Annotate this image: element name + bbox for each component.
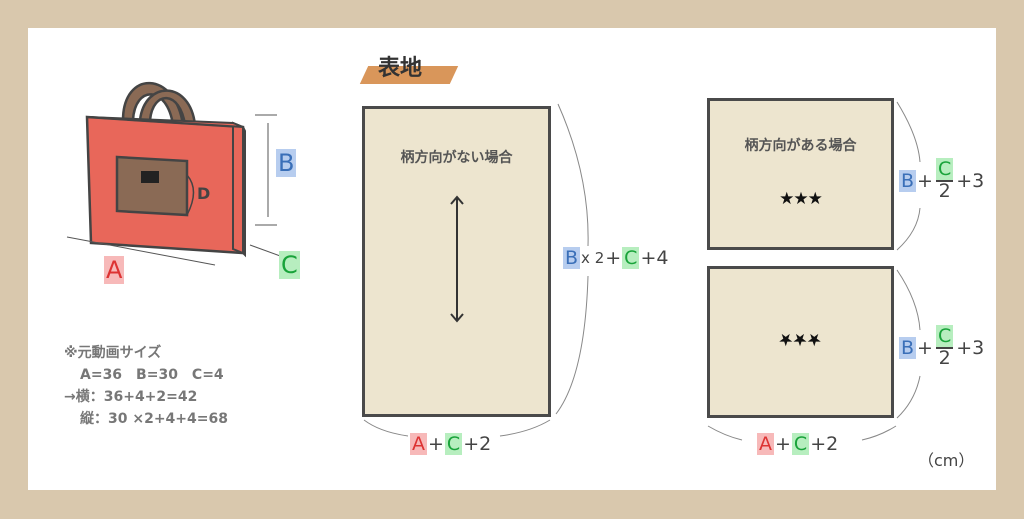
- label-d: D: [197, 184, 211, 203]
- plus: +: [775, 433, 791, 455]
- plus: +: [605, 247, 622, 269]
- var-c: C: [935, 325, 954, 347]
- pocket: [115, 155, 189, 217]
- var-b: B: [563, 247, 581, 269]
- tote-bag-illustration: [66, 81, 284, 266]
- stars-upright: ★★★: [779, 189, 823, 209]
- width-formula-right: A+C+2: [757, 433, 838, 455]
- label-a: A: [104, 256, 125, 284]
- note-sizes: A=36 B=30 C=4: [80, 367, 224, 383]
- plus: +: [917, 336, 933, 359]
- var-c: C: [935, 158, 954, 180]
- brackets-right: [707, 101, 921, 441]
- plus-four: +4: [640, 247, 669, 269]
- pocket-label: [141, 171, 159, 183]
- double-arrow-icon: [450, 195, 464, 323]
- var-c: C: [622, 247, 640, 269]
- size-note: ※元動画サイズ A=36 B=30 C=4 →横：36+4+2=42 縦：30 …: [64, 342, 228, 430]
- var-c: C: [791, 433, 810, 455]
- plus-two: +2: [810, 433, 839, 455]
- brackets-left: [363, 103, 589, 437]
- unit-label: （cm）: [918, 451, 975, 470]
- var-c: C: [444, 433, 463, 455]
- sheet-no-direction: 柄方向がない場合: [362, 106, 551, 417]
- sheet-label: 柄方向がある場合: [744, 138, 857, 154]
- plus-three: +3: [956, 336, 985, 359]
- plus: +: [917, 169, 933, 192]
- note-height: 縦：30 ×2+4+4=68: [80, 411, 228, 427]
- sheet-direction-bottom: ★★★: [707, 266, 894, 418]
- denominator: 2: [938, 180, 951, 202]
- label-c: C: [279, 251, 300, 279]
- sheet-direction-top: 柄方向がある場合 ★★★: [707, 98, 894, 250]
- plus: +: [428, 433, 444, 455]
- var-a: A: [410, 433, 427, 455]
- plus-two: +2: [463, 433, 492, 455]
- var-a: A: [757, 433, 774, 455]
- label-c-badge: C: [279, 251, 300, 279]
- label-a-badge: A: [104, 256, 125, 284]
- note-width: →横：36+4+2=42: [64, 389, 198, 405]
- page-title: 表地: [378, 56, 423, 81]
- var-b: B: [899, 169, 917, 192]
- times-two: x 2: [581, 249, 605, 267]
- width-formula-left: A+C+2: [410, 433, 491, 455]
- plus-three: +3: [956, 169, 985, 192]
- sheet-label: 柄方向がない場合: [400, 150, 513, 166]
- note-title: ※元動画サイズ: [64, 345, 162, 361]
- var-b: B: [899, 336, 917, 359]
- denominator: 2: [938, 347, 951, 369]
- label-b: B: [276, 149, 297, 177]
- label-b-badge: B: [276, 149, 297, 177]
